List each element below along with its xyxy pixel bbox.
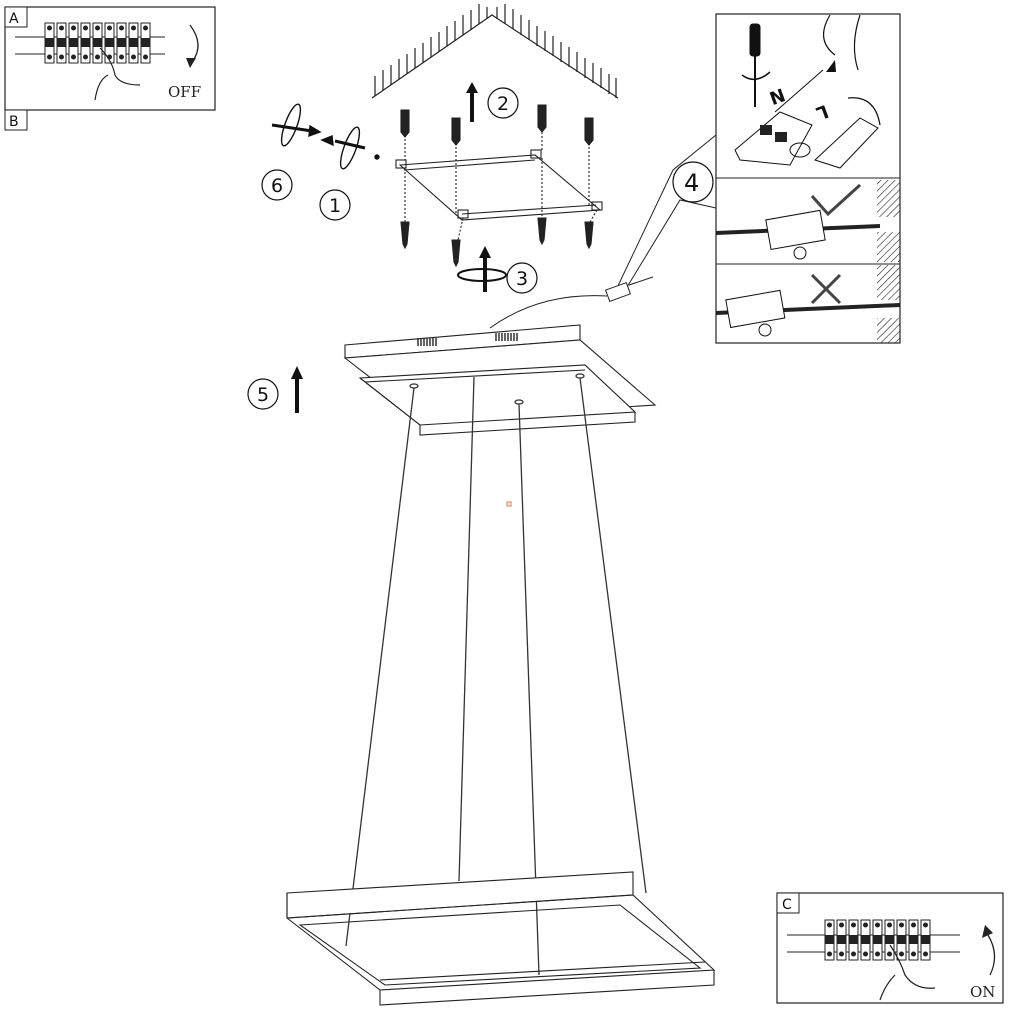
wall-plug-icon bbox=[404, 128, 598, 241]
rotate-arrow-icon bbox=[847, 97, 881, 126]
step-2-up-arrow bbox=[466, 82, 478, 122]
ceiling-canopy bbox=[343, 324, 657, 436]
step-1-label: 1 bbox=[329, 195, 341, 217]
marker-dot bbox=[506, 501, 512, 507]
terminal-connector bbox=[489, 276, 654, 329]
hand-icon bbox=[879, 944, 936, 1001]
ceiling-hatching bbox=[371, 4, 619, 99]
neutral-label: N bbox=[767, 85, 788, 110]
step-6-label: 6 bbox=[271, 175, 283, 197]
panel-4-wiring-detail: N L bbox=[715, 13, 901, 344]
suspension-cables bbox=[345, 373, 647, 976]
connector-correct-icon bbox=[765, 209, 826, 251]
panel-b-label: B bbox=[9, 114, 19, 130]
terminal-block-icon bbox=[734, 111, 813, 166]
step-4-label: 4 bbox=[684, 169, 699, 197]
panel-c-caption: ON bbox=[970, 983, 995, 1001]
step-5-up-arrow bbox=[291, 366, 303, 413]
wire-stripped bbox=[774, 69, 824, 113]
screws bbox=[400, 104, 594, 268]
panel-c-label: C bbox=[782, 897, 792, 913]
check-mark-icon bbox=[810, 183, 862, 217]
mounting-bracket bbox=[395, 104, 603, 268]
connector-wrong-icon bbox=[725, 289, 786, 329]
callout-lines bbox=[615, 134, 717, 293]
step-labels bbox=[247, 87, 714, 410]
panel-c-breaker-on: C ON bbox=[776, 892, 1004, 1004]
step-5-label: 5 bbox=[257, 384, 269, 406]
step-3-rotate-arrow bbox=[457, 246, 507, 292]
screwdriver-icon bbox=[741, 23, 771, 107]
arrow-up-icon bbox=[987, 934, 996, 976]
hand-icon bbox=[94, 47, 141, 101]
cover-nuts bbox=[271, 103, 380, 170]
step-2-label: 2 bbox=[497, 93, 509, 115]
breaker-row-icon bbox=[787, 919, 960, 1001]
panel-a-label: A bbox=[9, 11, 19, 27]
arrow-icon bbox=[826, 60, 836, 72]
wires-icon bbox=[823, 14, 861, 71]
lamp-frame bbox=[286, 871, 716, 1006]
panel-a-breaker-off: A B OFF bbox=[4, 6, 216, 131]
step-3-label: 3 bbox=[516, 268, 528, 290]
arrow-down-icon bbox=[189, 24, 199, 63]
terminal-cover-icon bbox=[814, 117, 879, 169]
breaker-row-icon bbox=[15, 22, 165, 101]
panel-a-caption: OFF bbox=[168, 83, 201, 101]
cross-mark-icon bbox=[810, 273, 842, 305]
